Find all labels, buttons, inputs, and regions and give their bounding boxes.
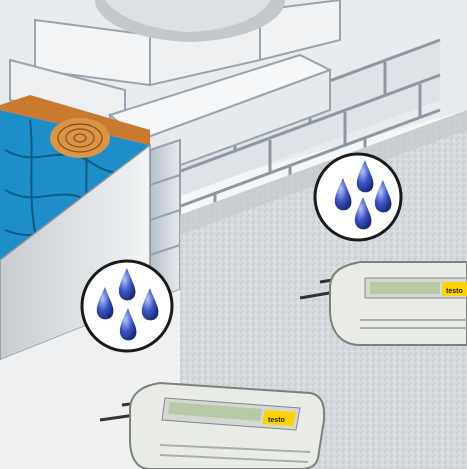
meter-brand-lower: testo (268, 417, 285, 424)
moisture-meter-lower: testo (100, 383, 324, 469)
meter-brand-upper: testo (446, 288, 463, 295)
water-drops-bubble-upper (315, 154, 401, 240)
water-drops-bubble-lower (82, 261, 172, 351)
